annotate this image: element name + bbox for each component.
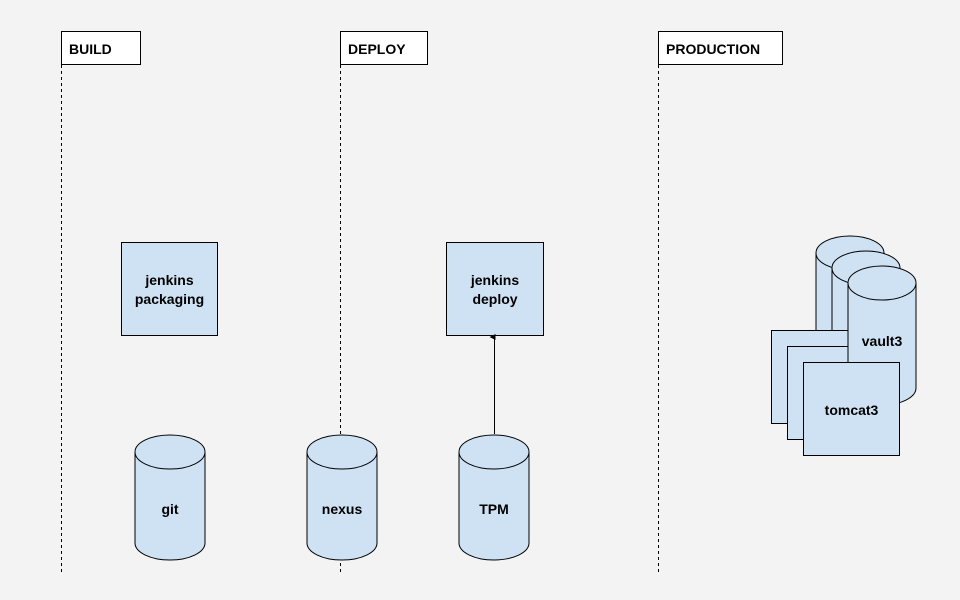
node-label: vault3 (862, 333, 903, 349)
node-label: git (161, 501, 178, 517)
nexus-database: nexus (306, 434, 378, 561)
node-label: tomcat3 (825, 402, 879, 418)
lane-header-deploy: DEPLOY (340, 31, 428, 65)
lane-header-build: BUILD (61, 31, 141, 65)
tpm-database: TPM (458, 434, 530, 561)
git-database: git (134, 434, 206, 561)
jenkins-deploy-node: jenkins deploy (446, 242, 544, 336)
node-label: nexus (322, 501, 363, 517)
node-label-line: deploy (472, 291, 517, 307)
lane-header-label: DEPLOY (348, 41, 406, 57)
node-label-line: jenkins (144, 272, 193, 288)
node-label-line: jenkins (470, 272, 519, 288)
lane-header-label: BUILD (69, 41, 112, 57)
node-label-line: packaging (135, 291, 204, 307)
node-label: TPM (479, 501, 509, 517)
jenkins-packaging-node: jenkins packaging (121, 242, 218, 336)
lane-header-production: PRODUCTION (658, 31, 783, 65)
tomcat3-server: tomcat3 (803, 362, 900, 456)
lane-header-label: PRODUCTION (666, 41, 760, 57)
